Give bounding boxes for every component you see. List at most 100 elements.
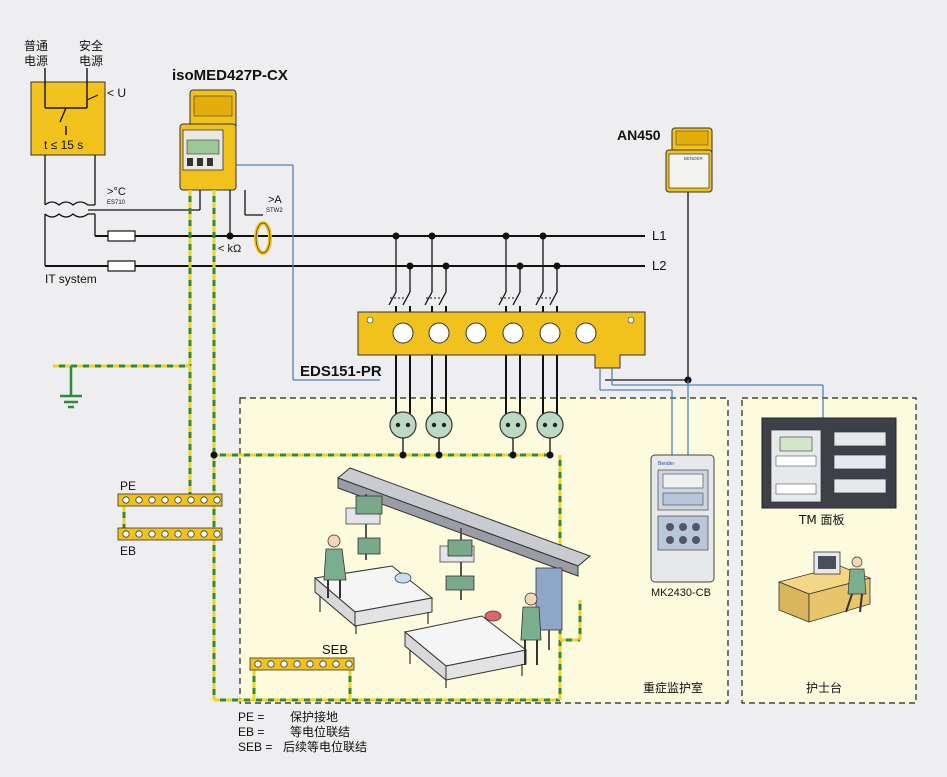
socket-earth-node [435,451,443,459]
l1-junction-node [392,232,400,240]
l2-junction-node [406,262,414,270]
pe-terminal [135,496,143,504]
breaker-contact [549,291,558,306]
l1-label: L1 [652,228,666,243]
medical-socket [499,411,527,439]
eb-terminal [213,530,221,538]
seb-terminal [280,660,288,668]
seb-terminal [319,660,327,668]
seb-terminal [293,660,301,668]
seb-label: SEB [322,642,348,657]
eb-terminal [200,530,208,538]
eb-label: EB [120,544,136,558]
mk2430-panel: Bender [650,454,715,583]
l2-label: L2 [652,258,666,273]
pe-junction-node [210,451,218,459]
legend-pe-text: 保护接地 [290,709,338,724]
isomed427p-device [179,89,237,191]
eb-terminal [148,530,156,538]
eds-sensor-hole [502,322,524,344]
l2-junction-node [553,262,561,270]
socket-pin [542,422,548,428]
eb-terminal [122,530,130,538]
eds-sensor-hole [392,322,414,344]
pe-terminal [174,496,182,504]
socket-pin [552,422,558,428]
normal-power-label-1: 普通 [24,39,48,53]
pe-terminal [148,496,156,504]
pe-bar [117,493,223,507]
l2-fuse [107,260,136,272]
l1-fuse [107,230,136,242]
breaker-contact [512,291,521,306]
medical-socket [425,411,453,439]
legend-eb-text: 等电位联结 [290,724,350,739]
eds-sensor-hole [465,322,487,344]
breaker-contact [535,291,544,306]
seb-terminal [332,660,340,668]
nurse-station-illustration [777,551,872,623]
pe-bar-terminals [122,496,221,504]
pe-wiring [53,190,582,702]
isomed-l1-node [226,232,234,240]
temp-label: >°C [107,186,126,198]
legend: PE = 保护接地 EB = 等电位联结 SEB = 后续等电位联结 [238,709,367,754]
seb-bar [249,657,355,671]
eds151-device [357,311,646,369]
current-code-label: STW2 [266,208,283,214]
eds-sensor-hole [539,322,561,344]
legend-eb-abbr: EB = [238,725,264,739]
nurse-station-label: 护士台 [806,680,842,695]
normal-power-label-2: 电源 [24,54,48,68]
eb-bar-terminals [122,530,221,538]
eds-sensor-hole [428,322,450,344]
breaker-contact [402,291,411,306]
current-label: >A [268,194,282,206]
socket-pin [505,422,511,428]
safe-power-label-2: 电源 [79,54,103,68]
timer-label: t ≤ 15 s [44,138,83,152]
eb-terminal [161,530,169,538]
pe-terminal [122,496,130,504]
it-system-label: IT system [45,272,97,286]
seb-terminal [306,660,314,668]
l2-junction-node [442,262,450,270]
seb-terminal [345,660,353,668]
impedance-label: < kΩ [218,243,241,255]
breaker-contact [388,291,397,306]
socket-pin [395,422,401,428]
eds151-title: EDS151-PR [300,363,382,380]
icu-label: 重症监护室 [643,680,703,695]
medical-socket [536,411,564,439]
pe-terminal [161,496,169,504]
tm-panel-label: TM 面板 [798,513,845,527]
medical-sockets [389,411,564,459]
an450-brand: BENDER [684,156,704,161]
eds-sensor-hole [575,322,597,344]
breaker-circuits [388,232,561,415]
socket-earth-node [399,451,407,459]
eb-terminal [174,530,182,538]
an450-device: BENDER [665,127,713,193]
socket-pin [515,422,521,428]
ground-symbol [60,366,82,409]
mk-brand: Bender [658,461,674,467]
eds151-holes [392,322,597,344]
temp-code-label: ES710 [107,200,126,206]
icu-ward-illustration [313,467,591,688]
isomed-title: isoMED427P-CX [172,67,288,84]
socket-pin [405,422,411,428]
breaker-contact [424,291,433,306]
l1-junction-node [539,232,547,240]
legend-seb-text: 后续等电位联结 [283,739,367,754]
socket-pin [441,422,447,428]
pe-terminal [187,496,195,504]
pe-terminal [200,496,208,504]
pe-label: PE [120,479,136,493]
socket-earth-node [509,451,517,459]
pe-terminal [213,496,221,504]
eb-terminal [135,530,143,538]
medical-socket [389,411,417,439]
legend-pe-abbr: PE = [238,710,264,724]
